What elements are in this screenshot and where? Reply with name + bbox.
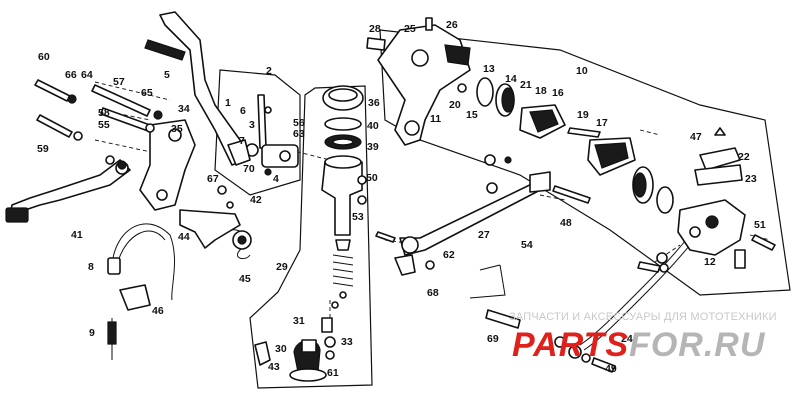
callout-41: 41 xyxy=(71,229,83,241)
callout-9: 9 xyxy=(89,327,95,339)
callout-34: 34 xyxy=(178,103,190,115)
callout-65: 65 xyxy=(141,87,153,99)
callout-17: 17 xyxy=(596,117,608,129)
callout-22: 22 xyxy=(738,151,750,163)
callout-labels: 1 2 3 4 5 6 7 8 9 10 11 12 13 14 15 16 1… xyxy=(37,19,766,379)
callout-70: 70 xyxy=(243,163,255,175)
callout-64: 64 xyxy=(81,69,93,81)
stoplight-switch xyxy=(107,223,252,360)
callout-55: 55 xyxy=(98,119,110,131)
callout-62: 62 xyxy=(443,249,455,261)
callout-15: 15 xyxy=(466,109,478,121)
callout-25: 25 xyxy=(404,23,416,35)
callout-28: 28 xyxy=(369,23,381,35)
callout-19: 19 xyxy=(577,109,589,121)
frame-pedal-group xyxy=(214,69,301,196)
caliper-body xyxy=(677,127,776,269)
watermark-logo-red: PARTS xyxy=(512,326,629,364)
callout-69: 69 xyxy=(487,333,499,345)
callout-4: 4 xyxy=(273,173,279,185)
callout-14: 14 xyxy=(505,73,517,85)
callout-29: 29 xyxy=(276,261,288,273)
callout-53: 53 xyxy=(352,211,364,223)
callout-51: 51 xyxy=(754,219,766,231)
callout-42: 42 xyxy=(250,194,262,206)
brake-pivot-arm xyxy=(179,185,241,249)
callout-59: 59 xyxy=(37,143,49,155)
callout-3: 3 xyxy=(249,119,255,131)
callout-68: 68 xyxy=(427,287,439,299)
callout-5: 5 xyxy=(164,69,170,81)
callout-44: 44 xyxy=(178,231,190,243)
master-cylinder xyxy=(254,85,367,382)
callout-40: 40 xyxy=(367,120,379,132)
callout-33: 33 xyxy=(341,336,353,348)
watermark-logo: PARTSFOR.RU xyxy=(512,326,766,364)
callout-12: 12 xyxy=(704,256,716,268)
callout-30: 30 xyxy=(275,343,287,355)
callout-27: 27 xyxy=(478,229,490,241)
callout-47: 47 xyxy=(690,131,702,143)
callout-23: 23 xyxy=(745,173,757,185)
callout-66: 66 xyxy=(65,69,77,81)
callout-2: 2 xyxy=(266,65,272,77)
callout-6: 6 xyxy=(240,105,246,117)
callout-10: 10 xyxy=(576,65,588,77)
callout-18: 18 xyxy=(535,85,547,97)
callout-7: 7 xyxy=(239,135,245,147)
callout-26: 26 xyxy=(446,19,458,31)
brake-pedal xyxy=(5,159,131,223)
watermark-tagline: ЗАПЧАСТИ И АКСЕССУАРЫ ДЛЯ МОТОТЕХНИКИ xyxy=(509,311,777,323)
callout-48: 48 xyxy=(560,217,572,229)
left-bolts xyxy=(34,79,272,170)
callout-8: 8 xyxy=(88,261,94,273)
callout-57: 57 xyxy=(113,76,125,88)
brake-hose xyxy=(469,234,695,373)
callout-67: 67 xyxy=(207,173,219,185)
brake-rod xyxy=(375,154,591,276)
watermark-logo-grey: FOR.RU xyxy=(629,326,766,364)
callout-24: 24 xyxy=(621,333,633,345)
callout-16: 16 xyxy=(552,87,564,99)
callout-45: 45 xyxy=(239,273,251,285)
callout-63: 63 xyxy=(293,128,305,140)
callout-11: 11 xyxy=(430,113,441,125)
callout-56: 56 xyxy=(293,117,305,129)
callout-60: 60 xyxy=(38,51,50,63)
callout-61: 61 xyxy=(327,367,339,379)
caliper-internals xyxy=(457,77,674,214)
callout-1: 1 xyxy=(225,97,231,109)
watermark: ЗАПЧАСТИ И АКСЕССУАРЫ ДЛЯ МОТОТЕХНИКИ PA… xyxy=(509,311,777,364)
callout-58: 58 xyxy=(98,107,110,119)
callout-39: 39 xyxy=(367,141,379,153)
callout-35: 35 xyxy=(171,123,183,135)
caliper-bracket xyxy=(366,17,471,146)
callout-49: 49 xyxy=(605,363,617,375)
callout-13: 13 xyxy=(483,63,495,75)
frame-master-cylinder xyxy=(249,85,373,389)
callout-20: 20 xyxy=(449,99,461,111)
callout-36: 36 xyxy=(368,97,380,109)
callout-50: 50 xyxy=(366,172,378,184)
clevis-group xyxy=(227,139,299,176)
callout-54: 54 xyxy=(521,239,533,251)
footrest-bracket xyxy=(139,119,196,211)
callout-31: 31 xyxy=(293,315,305,327)
callout-21: 21 xyxy=(520,79,532,91)
callout-46: 46 xyxy=(152,305,164,317)
callout-43: 43 xyxy=(268,361,280,373)
